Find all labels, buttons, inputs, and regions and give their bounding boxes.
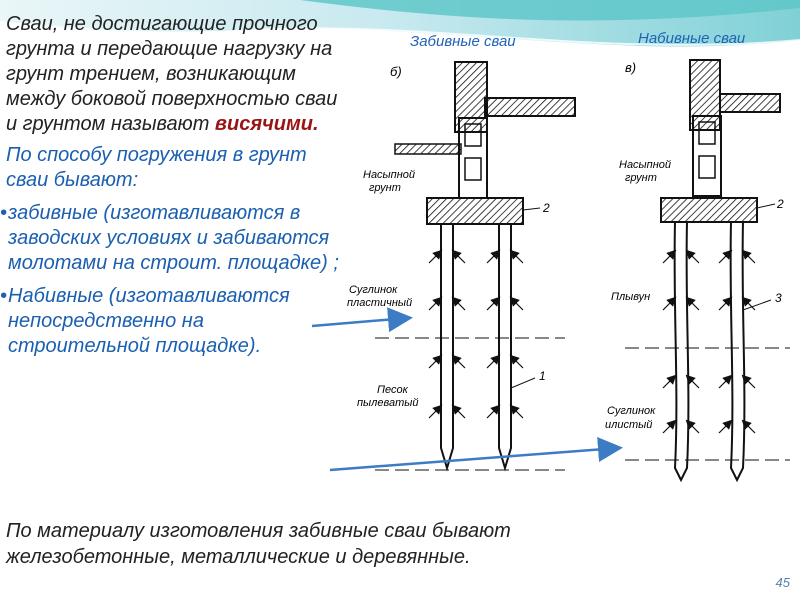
diagram-driven: б) Насыпной грунт 2 Суглинок пластичный … — [347, 61, 576, 472]
num-1: 1 — [539, 369, 546, 383]
friction-arrows-left — [428, 249, 524, 419]
wall-cavity-1 — [464, 123, 482, 147]
fill-label-2: грунт — [369, 182, 401, 194]
pile-left — [440, 224, 454, 472]
bottom-text: По материалу изготовления забивные сваи … — [6, 520, 511, 568]
soil-sand-label: Песок — [377, 384, 409, 396]
num-2-right: 2 — [776, 197, 784, 211]
arrow-to-bored — [329, 437, 623, 472]
fill-label-1: Насыпной — [363, 169, 415, 181]
ground-slab — [394, 143, 462, 155]
fill-label-right-1: Насыпной — [619, 159, 671, 171]
soil-quicksand-label: Плывун — [611, 291, 650, 303]
soil-loam-label-2: пластичный — [347, 297, 412, 309]
definition-text: Сваи, не достигающие прочного грунта и п… — [6, 13, 338, 135]
arrow-to-driven — [311, 307, 413, 333]
fill-label-right-2: грунт — [625, 172, 657, 184]
paragraph-classification: По способу погружения в грунт сваи бываю… — [6, 144, 307, 191]
main-text-block: Сваи, не достигающие прочного грунта и п… — [0, 12, 346, 359]
wall-cavity-2 — [464, 157, 482, 181]
pile-right — [498, 224, 512, 472]
letter-v: в) — [625, 60, 636, 75]
soil-sand-label-2: пылеватый — [357, 397, 418, 409]
num-3: 3 — [775, 291, 782, 305]
letter-b: б) — [390, 64, 402, 79]
label-bored-piles: Набивные сваи — [638, 30, 746, 47]
diagram-bored: в) Насыпной грунт 2 Плывун 3 Суглинок ил… — [605, 59, 790, 483]
paragraph-definition: Сваи, не достигающие прочного грунта и п… — [6, 12, 346, 137]
soil-silty-label-2: илистый — [605, 419, 652, 431]
pile-cap — [426, 197, 524, 225]
pile-diagram: б) Насыпной грунт 2 Суглинок пластичный … — [347, 59, 790, 483]
bullet-driven: забивные (изготавливаются в заводских ус… — [0, 201, 346, 276]
num-2: 2 — [542, 201, 550, 215]
friction-arrows-right — [662, 249, 756, 434]
floor-slab — [484, 97, 576, 117]
soil-silty-label: Суглинок — [607, 405, 656, 417]
definition-term: висячими. — [214, 113, 319, 135]
soil-loam-label: Суглинок — [349, 284, 398, 296]
bullet-bored: Набивные (изготавливаются непосредственн… — [0, 284, 346, 359]
label-driven-piles: Забивные сваи — [410, 33, 516, 50]
page-number: 45 — [775, 575, 790, 590]
